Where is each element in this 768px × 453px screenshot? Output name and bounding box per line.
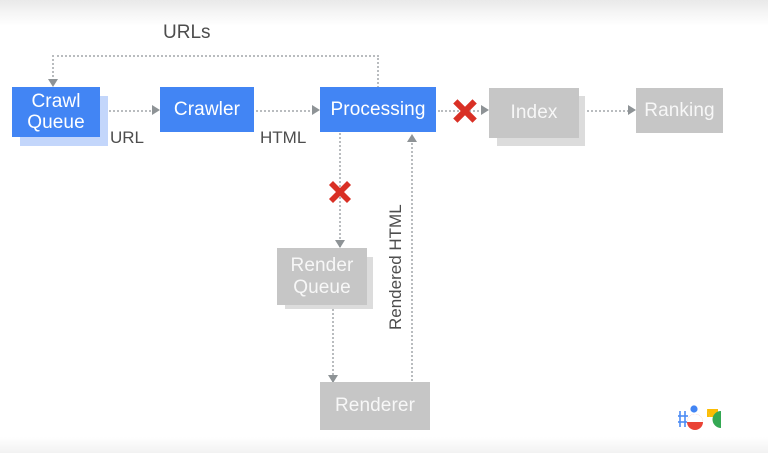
connector-renderer-to-processing [411, 140, 413, 384]
node-renderer-label: Renderer [334, 395, 415, 417]
arrowhead-into-processing-bottom [407, 134, 417, 142]
red-x-icon-processing-to-index [450, 96, 480, 126]
edge-label-url: URL [110, 128, 145, 147]
connector-index-to-ranking [580, 110, 632, 112]
node-render-queue-line1: Render [290, 255, 354, 277]
node-renderer[interactable]: Renderer [320, 382, 430, 430]
google-search-central-logo [677, 400, 738, 434]
arrowhead-into-crawl-queue [48, 79, 58, 87]
node-crawler[interactable]: Crawler [160, 87, 254, 132]
arrowhead-into-renderer [328, 375, 338, 383]
arrowhead-into-render-queue [335, 240, 345, 248]
bottom-gradient-overlay [0, 437, 768, 453]
node-render-queue-label: Render Queue [291, 255, 354, 298]
arrowhead-into-crawler [152, 105, 160, 115]
connector-urls-down-to-crawlqueue [52, 55, 54, 81]
connector-processing-up [377, 55, 379, 88]
connector-crawler-to-processing [256, 110, 314, 112]
node-ranking[interactable]: Ranking [636, 88, 723, 133]
node-processing[interactable]: Processing [320, 87, 436, 132]
top-gradient-overlay [0, 0, 768, 26]
node-render-queue[interactable]: Render Queue [277, 248, 367, 305]
edge-label-urls: URLs [163, 22, 211, 43]
node-processing-label: Processing [330, 98, 426, 120]
connector-renderqueue-to-renderer [332, 306, 334, 382]
node-crawl-queue-line1: Crawl [31, 90, 81, 112]
edge-label-rendered-html: Rendered HTML [386, 204, 405, 330]
node-render-queue-line2: Queue [293, 276, 351, 298]
node-crawl-queue[interactable]: Crawl Queue [12, 87, 100, 137]
node-index-label: Index [510, 102, 558, 124]
node-index[interactable]: Index [489, 88, 579, 138]
arrowhead-into-index [481, 105, 489, 115]
connector-urls-horizontal [52, 55, 379, 57]
edge-label-html: HTML [260, 128, 307, 147]
node-crawler-label: Crawler [173, 98, 241, 120]
node-crawl-queue-label: Crawl Queue [27, 91, 85, 134]
node-ranking-label: Ranking [644, 99, 715, 121]
connector-crawlqueue-to-crawler [98, 110, 154, 112]
red-x-icon-processing-to-render-queue [326, 178, 354, 206]
node-crawl-queue-line2: Queue [27, 112, 85, 133]
arrowhead-into-ranking [628, 105, 636, 115]
arrowhead-into-processing [312, 105, 320, 115]
